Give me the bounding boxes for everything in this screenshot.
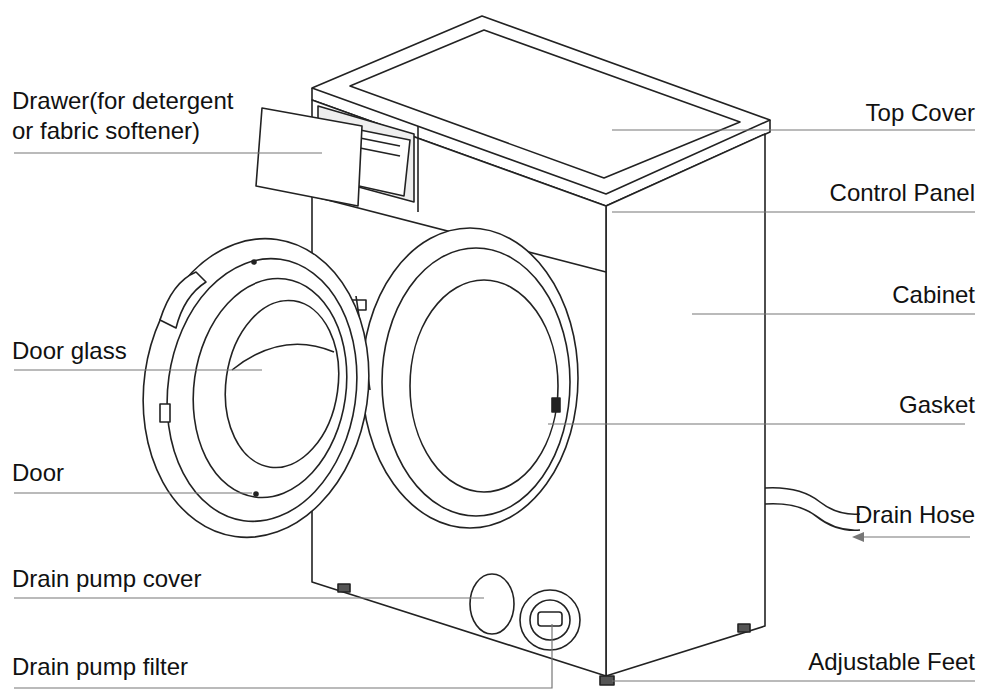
door [124, 224, 388, 552]
foot [338, 584, 350, 592]
door-glass [215, 293, 349, 475]
leader-line [14, 152, 322, 153]
panel-divider [417, 126, 419, 212]
cabinet-side [606, 134, 765, 676]
door-opening [362, 228, 578, 528]
foot [738, 624, 750, 632]
part-label: Drawer(for detergent or fabric softener) [12, 86, 252, 146]
machine-body [124, 16, 860, 685]
leader-line [612, 211, 975, 212]
leader-line [548, 423, 965, 424]
part-label: Gasket [899, 390, 975, 420]
part-label: Adjustable Feet [808, 647, 975, 677]
leader-line [612, 129, 975, 130]
part-label: Drain Hose [855, 500, 975, 530]
door-catch [160, 404, 170, 422]
leader-line [14, 369, 262, 370]
leader-line [14, 492, 252, 493]
part-label: Control Panel [830, 178, 975, 208]
door-lock [552, 398, 560, 412]
drain-pump-cover [470, 574, 514, 634]
foot [600, 676, 614, 685]
door-glass-outer [179, 268, 360, 507]
drain-hose [765, 488, 860, 514]
part-label: Drain pump cover [12, 564, 201, 594]
filter-knob [538, 612, 562, 626]
screw [254, 492, 258, 496]
leader-line [858, 536, 970, 537]
screw [252, 260, 256, 264]
door-rim [151, 246, 374, 534]
leader-lines [14, 130, 975, 688]
drain-pump-filter-rim [520, 590, 580, 650]
gasket-inner [410, 280, 558, 492]
door-handle [160, 272, 206, 328]
drawer-front [256, 108, 362, 206]
part-label: Cabinet [892, 280, 975, 310]
leader-line [14, 597, 484, 598]
drain-pump-filter [530, 600, 570, 640]
leader-line [692, 313, 975, 314]
door-glass-bowl [232, 344, 334, 370]
part-label: Door [12, 458, 64, 488]
drain-hose [765, 504, 860, 530]
gasket-outer [382, 248, 570, 516]
part-label: Drain pump filter [12, 652, 188, 682]
leader-line [612, 680, 975, 681]
leader-arrow [852, 532, 864, 542]
part-label: Top Cover [866, 98, 975, 128]
part-label: Door glass [12, 336, 127, 366]
